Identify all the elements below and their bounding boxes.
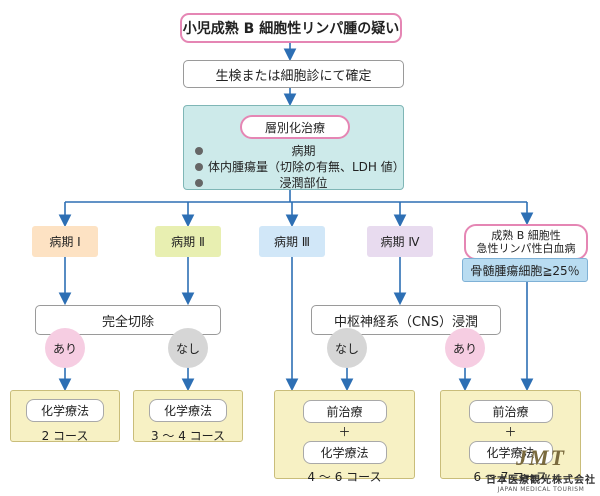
- criteria-item-stage: 病期: [194, 143, 399, 159]
- logo-company-name-jp: 日本医療観光株式会社: [486, 475, 596, 486]
- bcell-all-label: 成熟 B 細胞性 急性リンパ性白血病: [464, 224, 588, 260]
- result3-pretreatment-label: 前治療: [302, 400, 387, 423]
- result4-chemo-label: 化学療法: [468, 441, 553, 464]
- result-pretreat-6-7: 前治療 ＋ 化学療法 6 ～ 7 コース: [440, 390, 581, 484]
- stratified-treatment-box: 層別化治療 病期 体内腫瘍量（切除の有無、LDH 値） 浸潤部位: [183, 105, 405, 191]
- stage-1-box: 病期 Ⅰ: [32, 226, 98, 257]
- result4-course-count: 6 ～ 7 コース: [473, 470, 548, 484]
- result3-chemo-label: 化学療法: [302, 441, 387, 464]
- bcell-all-line2: 急性リンパ性白血病: [476, 242, 576, 255]
- stratification-criteria-list: 病期 体内腫瘍量（切除の有無、LDH 値） 浸潤部位: [194, 143, 405, 191]
- criteria-item-infiltration-site: 浸潤部位: [194, 175, 399, 191]
- bcell-all-line1: 成熟 B 細胞性: [491, 229, 561, 242]
- criteria-item-tumor-burden: 体内腫瘍量（切除の有無、LDH 値）: [194, 159, 405, 175]
- result4-pretreatment-label: 前治療: [468, 400, 553, 423]
- result-stage2-unresected: 化学療法 3 ～ 4 コース: [133, 390, 243, 443]
- stage-4-box: 病期 Ⅳ: [367, 226, 433, 257]
- bone-marrow-criterion: 骨髄腫瘍細胞≧25％: [462, 258, 588, 282]
- result3-plus-sign: ＋: [338, 425, 351, 439]
- biopsy-confirmation-box: 生検または細胞診にて確定: [183, 60, 404, 88]
- logo-mark: JMT: [516, 445, 566, 470]
- stratified-treatment-title: 層別化治療: [240, 115, 350, 139]
- suspicion-title: 小児成熟 B 細胞性リンパ腫の疑い: [180, 13, 402, 43]
- result1-course-count: 2 コース: [41, 429, 89, 443]
- cns-yes-badge: あり: [445, 328, 485, 368]
- result2-chemo-label: 化学療法: [149, 399, 227, 422]
- stage-2-box: 病期 Ⅱ: [155, 226, 221, 257]
- result-pretreat-4-6: 前治療 ＋ 化学療法 4 ～ 6 コース: [274, 390, 415, 484]
- result2-course-count: 3 ～ 4 コース: [150, 429, 226, 443]
- result4-plus-sign: ＋: [504, 425, 517, 439]
- result-stage1-resected: 化学療法 2 コース: [10, 390, 120, 443]
- cns-no-badge: なし: [327, 328, 367, 368]
- stage-3-box: 病期 Ⅲ: [259, 226, 325, 257]
- resection-yes-badge: あり: [45, 328, 85, 368]
- result1-chemo-label: 化学療法: [26, 399, 104, 422]
- result3-course-count: 4 ～ 6 コース: [307, 470, 382, 484]
- resection-no-badge: なし: [168, 328, 208, 368]
- logo-company-name-en: JAPAN MEDICAL TOURISM: [497, 486, 585, 493]
- company-logo: JMT 日本医療観光株式会社 JAPAN MEDICAL TOURISM: [486, 445, 596, 493]
